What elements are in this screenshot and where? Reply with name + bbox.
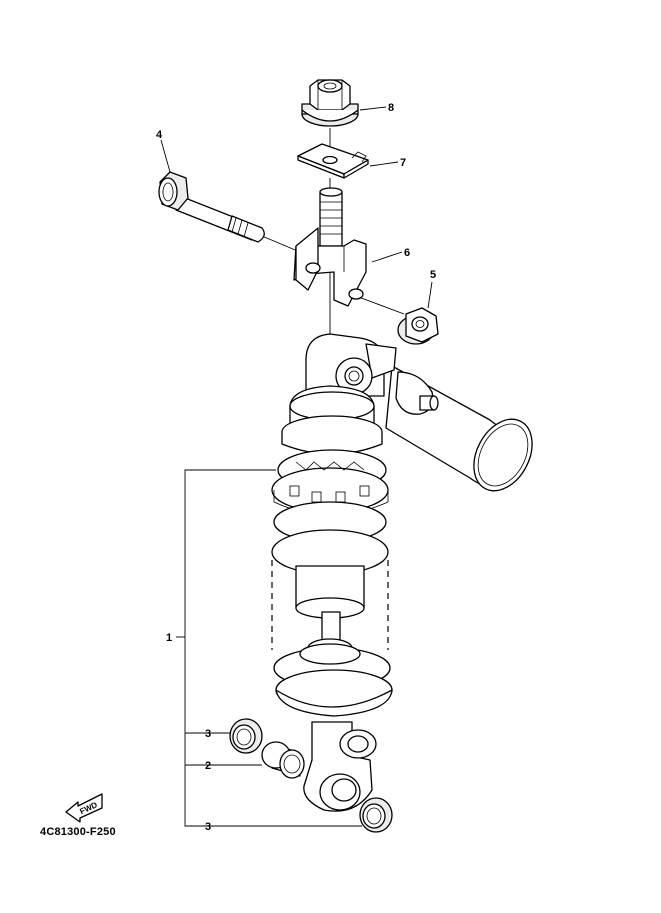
shock-lower-clevis bbox=[303, 721, 377, 812]
callout-5: 5 bbox=[430, 269, 436, 281]
shock-upper-head bbox=[281, 333, 397, 455]
part-3-seal-upper bbox=[229, 718, 263, 754]
leader-lines bbox=[160, 106, 433, 827]
threaded-stud bbox=[319, 187, 343, 247]
part-6-bracket bbox=[293, 227, 367, 307]
fwd-arrow-icon: FWD bbox=[65, 793, 103, 823]
part-7-plate bbox=[297, 143, 369, 179]
part-code-label: 4C81300-F250 bbox=[40, 826, 116, 838]
part-2-bushing bbox=[261, 741, 305, 779]
part-3-seal-lower bbox=[359, 797, 393, 833]
callout-3b: 3 bbox=[205, 821, 211, 833]
callout-2: 2 bbox=[205, 760, 211, 772]
preload-adjuster bbox=[271, 449, 389, 516]
part-4-bolt bbox=[158, 171, 265, 243]
spring-damper-body bbox=[271, 501, 393, 717]
callout-4: 4 bbox=[156, 129, 163, 141]
callout-8: 8 bbox=[388, 102, 394, 114]
part-8-nut bbox=[301, 79, 359, 127]
callout-3a: 3 bbox=[205, 728, 211, 740]
callout-6: 6 bbox=[404, 247, 410, 259]
callout-labels: 1 2 3 3 4 5 6 7 8 bbox=[156, 102, 436, 833]
part-5-nut bbox=[397, 307, 439, 345]
callout-1: 1 bbox=[166, 632, 172, 644]
gas-reservoir bbox=[385, 365, 533, 492]
callout-7: 7 bbox=[400, 157, 406, 169]
